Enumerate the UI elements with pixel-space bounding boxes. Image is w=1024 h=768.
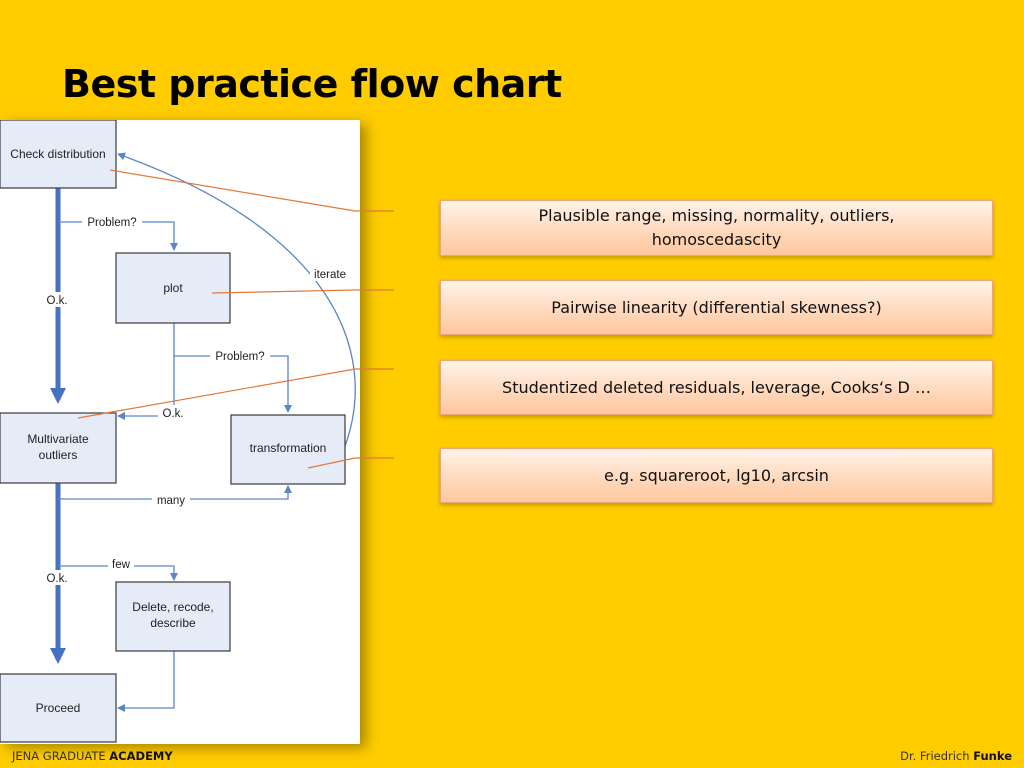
node-delete-label-line2: describe xyxy=(150,616,196,630)
callout-plot: Pairwise linearity (differential skewnes… xyxy=(440,280,993,335)
edge-label-ok-3: O.k. xyxy=(46,573,67,585)
edge-label-problem-1: Problem? xyxy=(87,217,136,229)
edge-many-multivariate-to-transformation xyxy=(58,485,292,500)
node-multivariate-label-line2: outliers xyxy=(39,448,78,462)
node-transformation-label: transformation xyxy=(250,441,327,455)
edge-label-many: many xyxy=(157,495,185,507)
edge-label-few: few xyxy=(112,559,131,571)
footer-institution-strong: ACADEMY xyxy=(109,749,173,763)
edge-few-multivariate-to-delete xyxy=(58,565,178,581)
node-check-distribution: Check distribution xyxy=(0,120,117,189)
flowchart-diagram: Check distribution plot Multivariate out… xyxy=(0,120,356,743)
edge-label-problem-2: Problem? xyxy=(215,351,264,363)
edge-ok-plot-to-multivariate xyxy=(117,323,175,420)
node-proceed-label: Proceed xyxy=(36,701,81,715)
node-proceed: Proceed xyxy=(0,673,117,743)
footer-institution: JENA GRADUATE ACADEMY xyxy=(12,749,173,763)
node-plot: plot xyxy=(115,252,231,324)
edge-label-iterate: iterate xyxy=(314,269,346,281)
footer-author: Dr. Friedrich Funke xyxy=(900,749,1012,763)
callout-multivariate-outliers: Studentized deleted residuals, leverage,… xyxy=(440,360,993,415)
edge-label-ok-2: O.k. xyxy=(162,408,183,420)
callout-check-distribution: Plausible range, missing, normality, out… xyxy=(440,200,993,256)
node-check-distribution-label: Check distribution xyxy=(10,147,105,161)
footer-author-prefix: Dr. Friedrich xyxy=(900,749,974,763)
node-transformation: transformation xyxy=(230,414,346,485)
flowchart-panel: Check distribution plot Multivariate out… xyxy=(0,120,360,744)
footer-author-strong: Funke xyxy=(973,749,1012,763)
edge-label-ok-1: O.k. xyxy=(46,295,67,307)
slide-title: Best practice flow chart xyxy=(62,62,562,106)
edge-delete-to-proceed xyxy=(117,650,175,712)
node-delete-label-line1: Delete, recode, xyxy=(132,600,213,614)
node-plot-label: plot xyxy=(163,281,183,295)
footer-institution-prefix: JENA GRADUATE xyxy=(12,749,110,763)
node-multivariate-outliers: Multivariate outliers xyxy=(0,412,117,484)
edge-problem-plot-to-transformation xyxy=(174,355,292,413)
node-multivariate-label-line1: Multivariate xyxy=(27,432,89,446)
callout-transformation: e.g. squareroot, lg10, arcsin xyxy=(440,448,993,503)
node-delete-recode-describe: Delete, recode, describe xyxy=(115,581,231,652)
